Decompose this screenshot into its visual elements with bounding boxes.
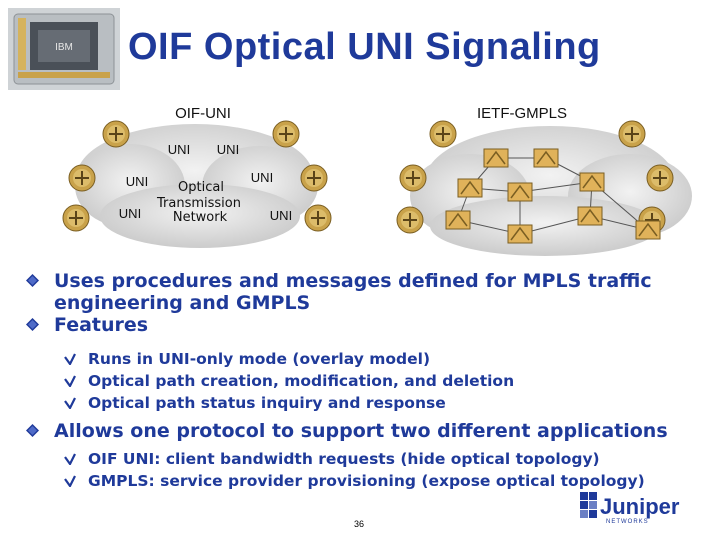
slide-title: OIF Optical UNI Signaling (128, 26, 601, 68)
sub-bullet-text: Optical path status inquiry and response (88, 394, 446, 412)
router-icon (62, 204, 90, 232)
svg-text:IBM: IBM (55, 42, 73, 53)
router-icon (300, 164, 328, 192)
checkmark-bullet-icon (64, 375, 76, 387)
bullet-text-line: Features (54, 314, 149, 336)
network-label-line: Transmission (156, 196, 241, 211)
uni-label: UNI (119, 206, 141, 221)
optical-switch-icon (533, 148, 559, 168)
router-icon (399, 164, 427, 192)
optical-switch-icon (579, 172, 605, 192)
left-cloud (75, 124, 318, 248)
juniper-networks-logo: Juniper NETWORKS (580, 492, 680, 525)
router-icon (646, 164, 674, 192)
sub-bullet-item: Runs in UNI-only mode (overlay model) (24, 348, 714, 370)
bullet-item: Features (24, 314, 714, 336)
network-diagram: OIF-UNI IETF-GMPLS UNI UNI UNI UNI UNI U… (62, 105, 692, 256)
uni-label: UNI (126, 174, 148, 189)
bullet-text-line: Allows one protocol to support two diffe… (54, 420, 668, 442)
checkmark-bullet-icon (64, 397, 76, 409)
router-icon (396, 206, 424, 234)
juniper-mark-icon (580, 492, 597, 518)
uni-label: UNI (251, 170, 273, 185)
sub-bullet-text: Optical path creation, modification, and… (88, 372, 515, 390)
sub-bullet-text: Runs in UNI-only mode (overlay model) (88, 350, 431, 368)
juniper-chip-logo: IBM (8, 8, 120, 90)
diamond-bullet-icon (26, 274, 39, 287)
bullet-item: Uses procedures and messages defined for… (24, 270, 714, 314)
bullet-text-line: engineering and GMPLS (54, 292, 311, 314)
optical-switch-icon (457, 178, 483, 198)
router-icon (272, 120, 300, 148)
juniper-brand-text: Juniper (600, 494, 680, 519)
uni-label: UNI (168, 142, 190, 157)
router-icon (68, 164, 96, 192)
sub-bullet-text: OIF UNI: client bandwidth requests (hide… (88, 450, 600, 468)
optical-switch-icon (577, 206, 603, 226)
router-icon (102, 120, 130, 148)
juniper-networks-text: NETWORKS (606, 519, 649, 525)
ietf-gmpls-label: IETF-GMPLS (477, 105, 567, 122)
network-label-line: Optical (178, 180, 224, 195)
router-icon (429, 120, 457, 148)
page-number: 36 (354, 519, 365, 529)
optical-switch-icon (483, 148, 509, 168)
uni-label: UNI (217, 142, 239, 157)
sub-bullet-text: GMPLS: service provider provisioning (ex… (88, 472, 645, 490)
router-icon (304, 204, 332, 232)
router-icon (618, 120, 646, 148)
checkmark-bullet-icon (64, 453, 76, 465)
checkmark-bullet-icon (64, 475, 76, 487)
network-label-line: Network (173, 210, 228, 225)
bullet-list: Uses procedures and messages defined for… (24, 270, 714, 492)
diamond-bullet-icon (26, 318, 39, 331)
sub-bullet-item: Optical path creation, modification, and… (24, 370, 714, 392)
oif-uni-label: OIF-UNI (175, 105, 231, 122)
optical-switch-icon (507, 224, 533, 244)
sub-bullet-item: GMPLS: service provider provisioning (ex… (24, 470, 714, 492)
bullet-item: Allows one protocol to support two diffe… (24, 420, 714, 442)
uni-label: UNI (270, 208, 292, 223)
sub-bullet-item: OIF UNI: client bandwidth requests (hide… (24, 448, 714, 470)
bullet-text-line: Uses procedures and messages defined for… (54, 270, 652, 292)
sub-bullet-item: Optical path status inquiry and response (24, 392, 714, 414)
diamond-bullet-icon (26, 424, 39, 437)
optical-switch-icon (635, 220, 661, 240)
checkmark-bullet-icon (64, 353, 76, 365)
optical-switch-icon (507, 182, 533, 202)
optical-switch-icon (445, 210, 471, 230)
